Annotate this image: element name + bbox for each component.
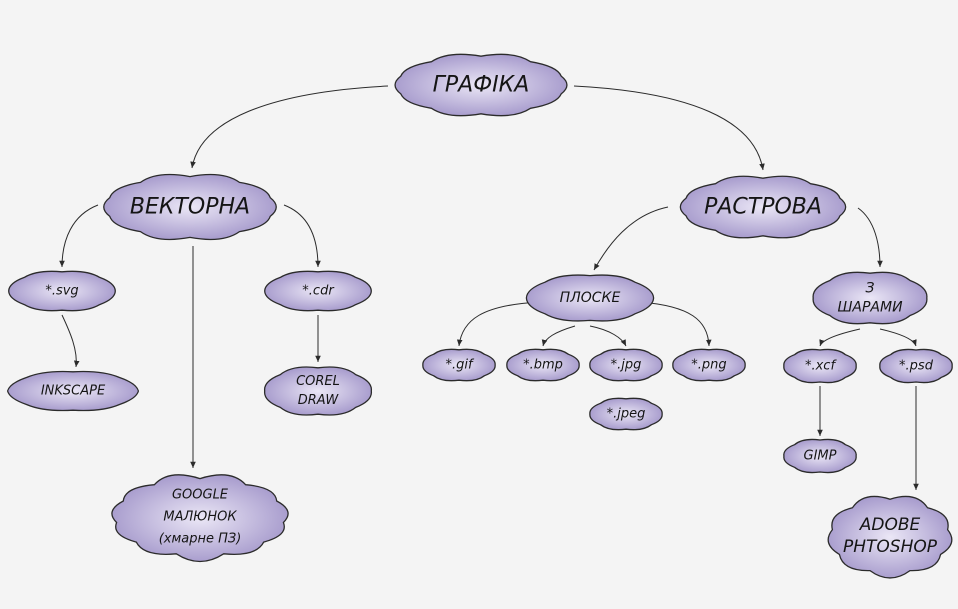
node-label-photoshop-1: PHTOSHOP [843, 537, 938, 557]
cloud-shape-psd [879, 348, 953, 384]
node-label-inkscape-0: INKSCAPE [41, 384, 106, 399]
cloud-shape-bmp [506, 348, 580, 382]
node-label-root-0: ГРАФІКА [433, 73, 530, 98]
node-label-bmp-0: *.bmp [523, 358, 563, 373]
node-corel: COREL DRAW [264, 366, 372, 416]
connector-flat-to-jpg [589, 325, 627, 347]
connector-layers-to-xcf [819, 328, 861, 347]
node-vector: ВЕКТОРНА [103, 173, 277, 241]
node-bmp: *.bmp [506, 348, 580, 382]
cloud-shape-cdr [264, 270, 372, 312]
node-gif: *.gif [422, 348, 496, 382]
node-label-psd-0: *.psd [899, 359, 934, 374]
connector-vector-to-cdr [283, 204, 321, 268]
connector-root-to-vector [190, 85, 389, 169]
node-svg: *.svg [8, 270, 116, 312]
node-label-gif-0: *.gif [445, 358, 474, 373]
cloud-shape-google [111, 474, 289, 563]
cloud-shape-gimp [783, 438, 857, 474]
node-label-png-0: *.png [691, 358, 726, 373]
node-label-google-0: GOOGLE [172, 488, 229, 503]
node-jpg: *.jpg [589, 348, 663, 382]
cloud-shape-layers [812, 271, 928, 325]
connector-layers-to-psd [879, 328, 917, 347]
node-label-google-2: (хмарне ПЗ) [159, 532, 242, 547]
node-label-photoshop-0: ADOBE [859, 515, 921, 535]
node-label-vector-0: ВЕКТОРНА [130, 195, 250, 220]
node-label-layers-0: З [866, 281, 875, 297]
node-google: GOOGLE МАЛЮНОК (хмарне ПЗ) [111, 474, 289, 563]
node-inkscape: INKSCAPE [6, 370, 140, 412]
node-label-jpg-0: *.jpg [611, 358, 642, 373]
cloud-shape-vector [103, 173, 277, 241]
connector-flat-to-gif [456, 301, 541, 347]
cloud-shape-flat [525, 274, 655, 322]
cloud-shape-gif [422, 348, 496, 382]
node-jpeg: *.jpeg [589, 397, 663, 431]
node-label-gimp-0: GIMP [804, 449, 837, 464]
node-label-cdr-0: *.cdr [302, 284, 335, 299]
node-label-raster-0: РАСТРОВА [704, 195, 822, 220]
cloud-shape-photoshop [827, 495, 953, 579]
node-xcf: *.xcf [783, 348, 857, 384]
node-raster: РАСТРОВА [679, 175, 847, 239]
cloud-shape-inkscape [6, 370, 140, 412]
connector-vector-to-svg [59, 204, 99, 268]
cloud-shape-jpeg [589, 397, 663, 431]
node-label-corel-1: DRAW [298, 393, 340, 408]
node-label-layers-1: ШАРАМИ [837, 300, 903, 316]
connector-svg-to-inkscape [61, 314, 80, 368]
cloud-shape-corel [264, 366, 372, 416]
connector-flat-to-bmp [541, 325, 576, 347]
node-psd: *.psd [879, 348, 953, 384]
cloud-shape-xcf [783, 348, 857, 384]
node-label-jpeg-0: *.jpeg [607, 407, 646, 422]
node-layers: З ШАРАМИ [812, 271, 928, 325]
node-gimp: GIMP [783, 438, 857, 474]
node-label-google-1: МАЛЮНОК [163, 510, 237, 525]
connector-raster-to-flat [593, 206, 669, 271]
node-label-flat-0: ПЛОСКЕ [560, 290, 621, 306]
connector-raster-to-layers [857, 207, 883, 268]
node-label-svg-0: *.svg [45, 284, 78, 299]
connector-layer [59, 85, 919, 490]
node-layer: ГРАФІКА ВЕКТОРНА РАСТРОВА *.svg *.cdrINKSCAP… [6, 53, 953, 579]
node-png: *.png [672, 348, 746, 382]
cloud-shape-root [394, 53, 568, 117]
node-cdr: *.cdr [264, 270, 372, 312]
node-flat: ПЛОСКЕ [525, 274, 655, 322]
node-root: ГРАФІКА [394, 53, 568, 117]
cloud-shape-svg [8, 270, 116, 312]
node-label-corel-0: COREL [296, 374, 340, 389]
connector-flat-to-png [639, 301, 712, 347]
cloud-shape-raster [679, 175, 847, 239]
cloud-shape-png [672, 348, 746, 382]
connector-root-to-raster [573, 85, 765, 171]
cloud-shape-jpg [589, 348, 663, 382]
node-label-xcf-0: *.xcf [805, 359, 837, 374]
